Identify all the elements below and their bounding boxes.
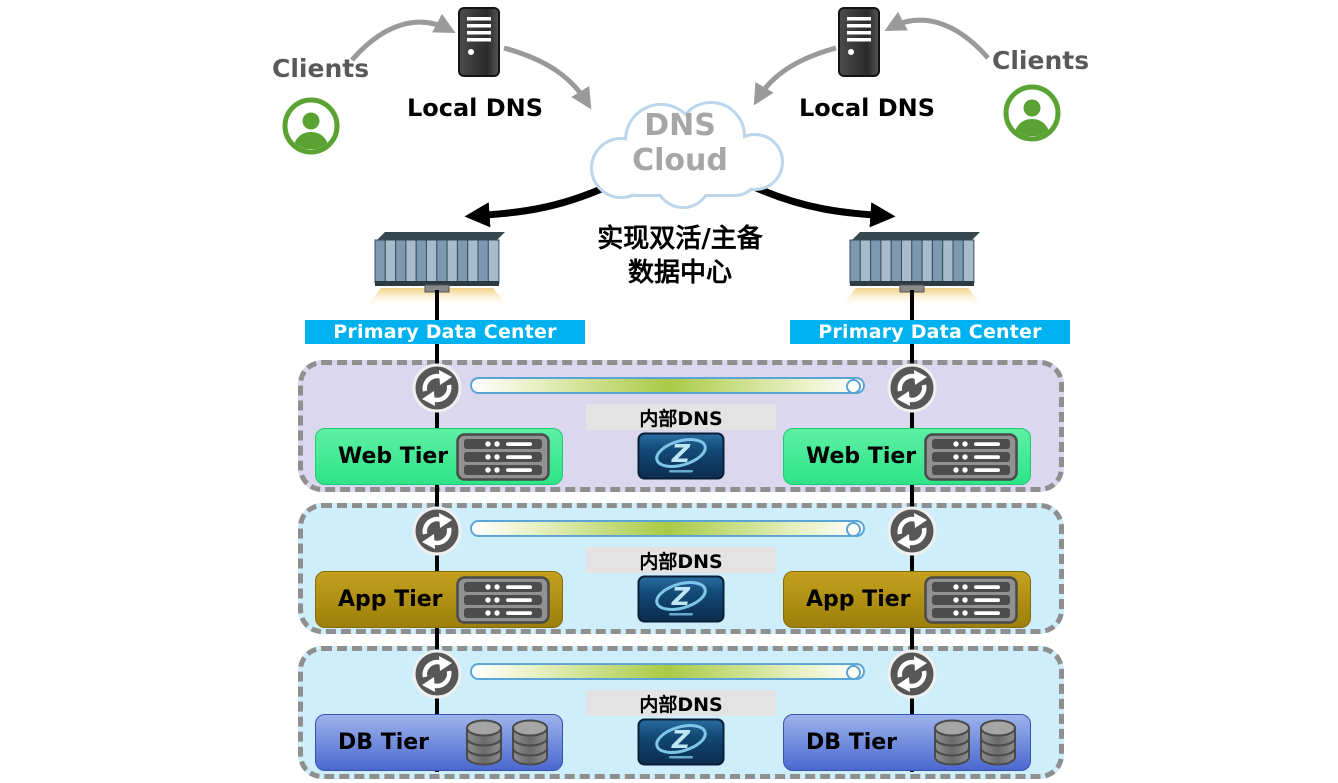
app-tier-box-left: App Tier — [315, 571, 563, 628]
web-tier-label-left: Web Tier — [338, 444, 449, 469]
arrow-clients-right-to-dns — [884, 11, 990, 60]
arrow-localdns-left-to-cloud — [503, 45, 592, 110]
web-tier-box-right: Web Tier — [783, 428, 1031, 485]
center-caption: 实现双活/主备 数据中心 — [540, 222, 820, 290]
zdns-appliance-icon — [637, 432, 725, 480]
local-dns-server-icon-left — [457, 6, 501, 78]
connection-arrows — [350, 11, 990, 228]
db-tier-label-right: DB Tier — [806, 730, 898, 755]
local-dns-label-left: Local DNS — [406, 94, 544, 122]
primary-datacenter-banner-right: Primary Data Center — [790, 320, 1070, 344]
arrow-localdns-right-to-cloud — [753, 45, 837, 106]
clients-left-label: Clients — [272, 54, 370, 83]
web-tier-box-left: Web Tier — [315, 428, 563, 485]
clients-right-label: Clients — [992, 46, 1090, 75]
sync-icon — [411, 505, 463, 557]
arrow-cloud-to-left-datacenter — [464, 182, 610, 228]
server-stack-icon — [456, 433, 550, 481]
caption-line1: 实现双活/主备 — [597, 224, 763, 254]
arrow-clients-left-to-dns — [350, 13, 456, 62]
server-stack-icon — [924, 433, 1018, 481]
db-tier-content: 内部DNS DB Tier DB Tier — [298, 646, 1064, 779]
sync-icon — [886, 505, 938, 557]
dns-cloud-line2: Cloud — [632, 143, 728, 178]
dns-cloud-line1: DNS — [644, 108, 716, 143]
database-icons — [464, 719, 550, 767]
app-tier-content: 内部DNS App Tier App Tier — [298, 503, 1064, 634]
sync-icon — [886, 362, 938, 414]
bar-end-cap — [846, 379, 861, 394]
arrow-cloud-to-right-datacenter — [750, 182, 896, 228]
local-dns-server-icon-right — [837, 6, 881, 78]
database-cylinder-icon — [510, 719, 550, 767]
local-dns-label-right: Local DNS — [798, 94, 936, 122]
database-cylinder-icon — [464, 719, 504, 767]
app-tier-label-left: App Tier — [338, 587, 443, 612]
replication-bar — [470, 520, 865, 537]
dns-cloud-icon — [590, 101, 784, 209]
replication-bar — [470, 663, 865, 680]
internal-dns-chip: 内部DNS — [586, 690, 776, 716]
primary-datacenter-banner-left: Primary Data Center — [305, 320, 585, 344]
web-tier-label-right: Web Tier — [806, 444, 917, 469]
client-person-icon-left — [281, 96, 341, 156]
db-tier-label-left: DB Tier — [338, 730, 430, 755]
sync-icon — [886, 648, 938, 700]
db-tier-box-left: DB Tier — [315, 714, 563, 771]
server-stack-icon — [456, 576, 550, 624]
sync-icon — [411, 362, 463, 414]
zdns-appliance-icon — [637, 718, 725, 766]
app-tier-box-right: App Tier — [783, 571, 1031, 628]
bar-end-cap — [846, 522, 861, 537]
zdns-appliance-icon — [637, 575, 725, 623]
bar-end-cap — [846, 665, 861, 680]
database-icons — [932, 719, 1018, 767]
replication-bar — [470, 377, 865, 394]
sync-icon — [411, 648, 463, 700]
app-tier-label-right: App Tier — [806, 587, 911, 612]
caption-line2: 数据中心 — [627, 258, 732, 288]
db-tier-box-right: DB Tier — [783, 714, 1031, 771]
internal-dns-chip: 内部DNS — [586, 547, 776, 573]
server-stack-icon — [924, 576, 1018, 624]
client-person-icon-right — [1002, 83, 1062, 143]
database-cylinder-icon — [978, 719, 1018, 767]
web-tier-content: 内部DNS Web Tier Web Tier — [298, 360, 1064, 492]
database-cylinder-icon — [932, 719, 972, 767]
internal-dns-chip: 内部DNS — [586, 404, 776, 430]
dns-cloud-text: DNS Cloud — [563, 108, 797, 178]
